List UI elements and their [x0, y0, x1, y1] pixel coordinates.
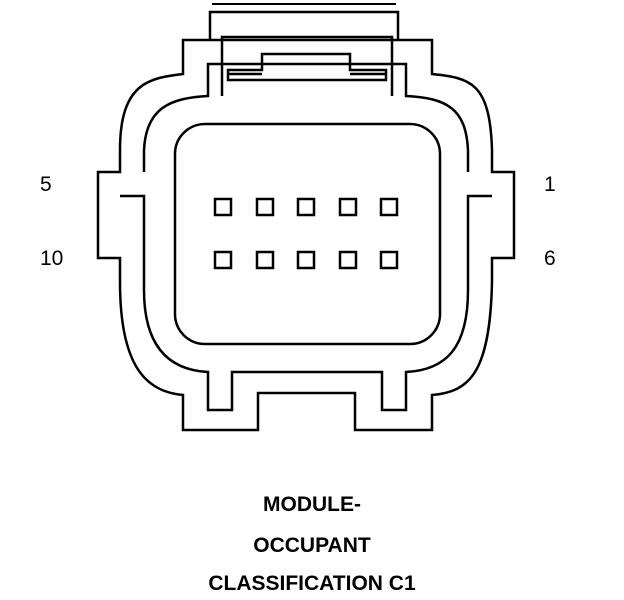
pin-cavity-1 — [379, 197, 399, 217]
pin-label-10: 10 — [40, 247, 64, 270]
pin-cavity-5 — [213, 197, 233, 217]
title-line-3: CLASSIFICATION C1 — [208, 572, 416, 595]
latch-strip — [208, 10, 400, 40]
pin-cavity-4 — [255, 197, 275, 217]
connector-outer-outline — [96, 38, 516, 432]
pin-cavity-7 — [338, 250, 358, 270]
title-line-2: OCCUPANT — [253, 534, 371, 557]
pin-cavity-6 — [379, 250, 399, 270]
pin-label-6: 6 — [544, 247, 556, 270]
pin-grid — [213, 197, 399, 270]
lock-tab — [220, 35, 394, 96]
pin-cavity-9 — [255, 250, 275, 270]
pin-label-5: 5 — [40, 173, 52, 196]
pin-cavity-10 — [213, 250, 233, 270]
pin-cavity-2 — [338, 197, 358, 217]
pin-cavity-face — [173, 122, 442, 346]
pin-cavity-8 — [296, 250, 316, 270]
title-line-1: MODULE- — [263, 493, 361, 516]
connector-inner-outline — [120, 62, 492, 412]
pin-label-1: 1 — [544, 173, 556, 196]
pin-cavity-3 — [296, 197, 316, 217]
connector-face-diagram — [96, 3, 516, 432]
